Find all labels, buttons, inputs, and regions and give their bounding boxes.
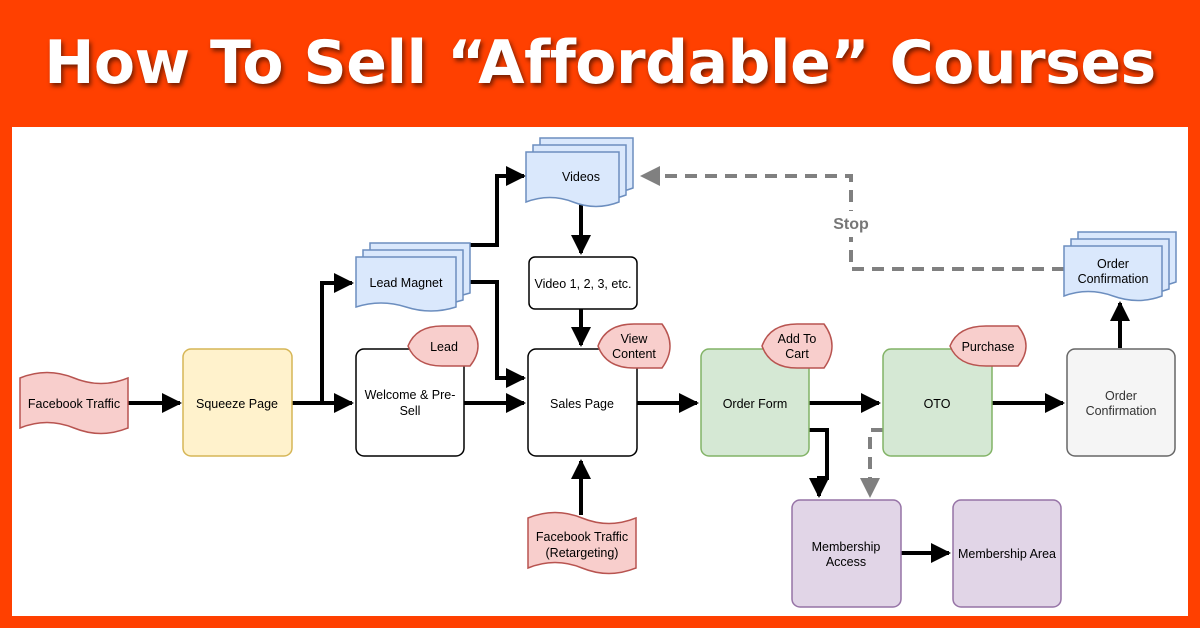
node-sales-page: Sales Page (527, 348, 638, 457)
view-content-label-line1: View (621, 332, 649, 346)
node-oto: OTO (882, 348, 993, 457)
node-videos: Videos (525, 137, 634, 208)
welcome-label-line2: Sell (400, 404, 421, 418)
diagram-panel: Stop Facebook Traffic Squeeze Page Lead … (12, 127, 1188, 616)
node-facebook-traffic: Facebook Traffic (19, 371, 129, 435)
order-confirmation-label-line1: Order (1105, 389, 1137, 403)
sales-funnel-diagram: Stop Facebook Traffic Squeeze Page Lead … (19, 137, 1177, 608)
node-order-confirmation: Order Confirmation (1066, 348, 1176, 457)
sales-page-label: Sales Page (550, 397, 614, 411)
node-facebook-retargeting: Facebook Traffic (Retargeting) (527, 511, 637, 575)
lead-magnet-label: Lead Magnet (370, 276, 444, 290)
tag-lead: Lead (407, 325, 479, 367)
welcome-label-line1: Welcome & Pre- (365, 388, 456, 402)
edge-lead-magnet-to-sales (470, 280, 526, 388)
tag-purchase: Purchase (949, 325, 1027, 367)
view-content-label-line2: Content (612, 347, 656, 361)
edges (128, 166, 1130, 563)
edge-order-form-to-membership (809, 428, 829, 498)
video-list-label: Video 1, 2, 3, etc. (534, 277, 631, 291)
order-form-label: Order Form (723, 397, 788, 411)
edge-confirmation-to-videos-dashed (640, 166, 1064, 271)
membership-access-line2: Access (826, 555, 866, 569)
order-confirmation-doc-line1: Order (1097, 257, 1129, 271)
add-to-cart-label-line2: Cart (785, 347, 809, 361)
order-confirmation-label-line2: Confirmation (1086, 404, 1157, 418)
edge-oto-to-membership-dashed (860, 428, 883, 498)
tag-view-content: View Content (597, 323, 671, 369)
node-membership-access: Membership Access (791, 499, 902, 608)
facebook-traffic-label: Facebook Traffic (28, 397, 120, 411)
membership-area-label: Membership Area (958, 547, 1056, 561)
node-squeeze-page: Squeeze Page (182, 348, 293, 457)
node-lead-magnet: Lead Magnet (355, 242, 471, 312)
tag-add-to-cart: Add To Cart (761, 323, 833, 369)
videos-label: Videos (562, 170, 600, 184)
squeeze-page-label: Squeeze Page (196, 397, 278, 411)
node-order-confirmation-doc: Order Confirmation (1063, 231, 1177, 302)
node-order-form: Order Form (700, 348, 810, 457)
lead-tag-label: Lead (430, 340, 458, 354)
order-confirmation-doc-line2: Confirmation (1078, 272, 1149, 286)
stop-label: Stop (833, 216, 869, 233)
page-title: How To Sell “Affordable” Courses (44, 28, 1156, 98)
node-welcome-presell: Welcome & Pre- Sell (355, 348, 465, 457)
oto-label: OTO (924, 397, 951, 411)
retargeting-label-line2: (Retargeting) (546, 546, 619, 560)
edge-squeeze-to-lead-magnet (320, 273, 354, 403)
node-video-list: Video 1, 2, 3, etc. (528, 256, 638, 310)
membership-access-line1: Membership (812, 540, 881, 554)
stop-label-bg (826, 211, 876, 237)
purchase-tag-label: Purchase (962, 340, 1015, 354)
edge-lead-magnet-to-videos (470, 166, 526, 247)
retargeting-label-line1: Facebook Traffic (536, 530, 628, 544)
node-membership-area: Membership Area (952, 499, 1062, 608)
add-to-cart-label-line1: Add To (778, 332, 817, 346)
